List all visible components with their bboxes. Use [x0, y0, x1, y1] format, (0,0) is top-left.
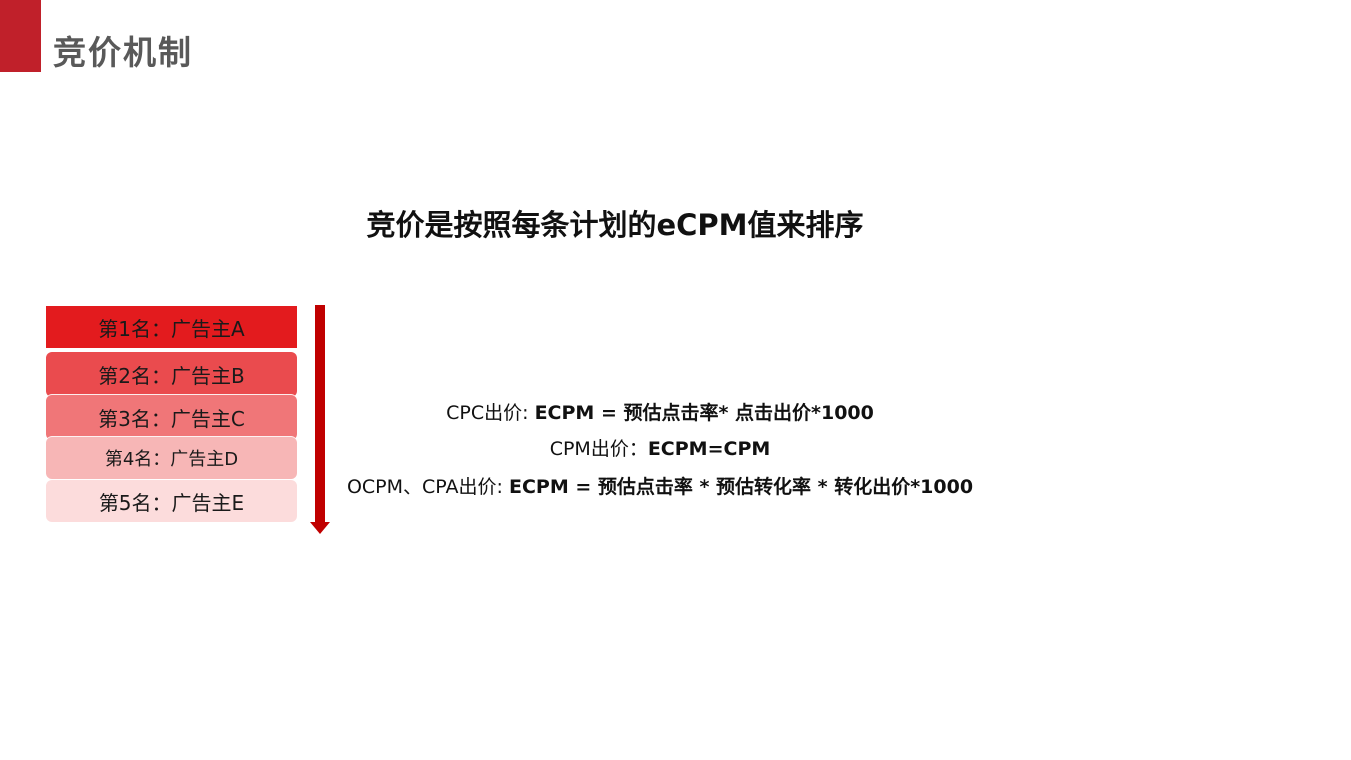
rank-item-3: 第3名：广告主C	[46, 395, 297, 440]
page-title: 竞价机制	[53, 33, 193, 72]
down-arrow-icon	[310, 305, 330, 534]
formula-cpm-expression: ECPM=CPM	[647, 438, 771, 460]
formula-ocpm-prefix: OCPM、CPA出价:	[346, 476, 509, 498]
rank-item-5: 第5名：广告主E	[46, 480, 297, 522]
formula-cpm: CPM出价：ECPM=CPM	[0, 434, 1320, 461]
formula-cpc-prefix: CPC出价:	[446, 402, 535, 424]
rank-item-2: 第2名：广告主B	[46, 352, 297, 397]
rank-item-1: 第1名：广告主A	[46, 306, 297, 348]
formula-ocpm-expression: ECPM = 预估点击率 * 预估转化率 * 转化出价*1000	[508, 476, 974, 498]
formula-cpm-prefix: CPM出价：	[549, 438, 648, 460]
formula-ocpm-cpa: OCPM、CPA出价: ECPM = 预估点击率 * 预估转化率 * 转化出价*…	[0, 472, 1320, 499]
title-accent-bar	[0, 0, 41, 72]
headline: 竞价是按照每条计划的eCPM值来排序	[366, 208, 864, 242]
rank-item-4: 第4名：广告主D	[46, 437, 297, 479]
formula-cpc-expression: ECPM = 预估点击率* 点击出价*1000	[534, 402, 874, 424]
formula-cpc: CPC出价: ECPM = 预估点击率* 点击出价*1000	[0, 398, 1320, 425]
